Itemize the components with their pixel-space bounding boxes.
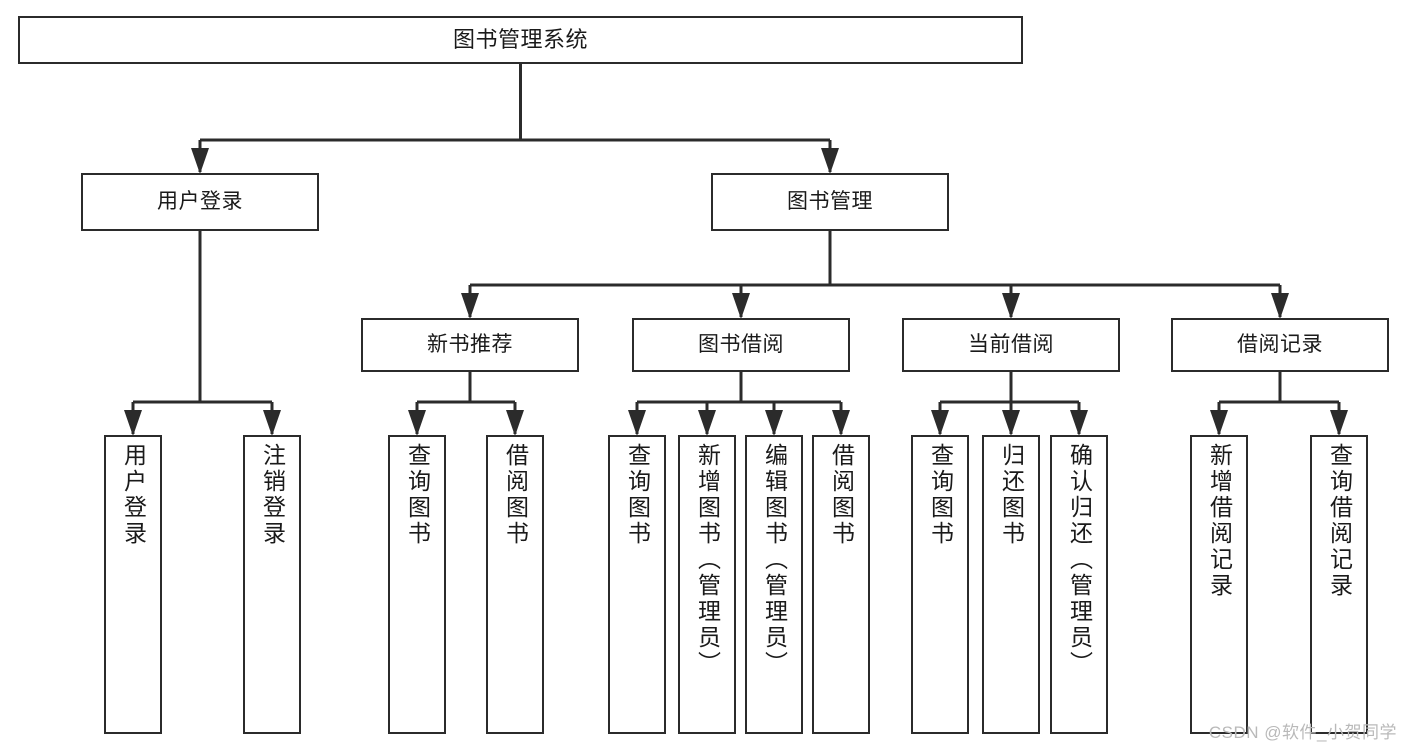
arrowhead bbox=[191, 148, 209, 174]
node-label: 当前借阅 bbox=[968, 332, 1054, 356]
node-label: 查询图书 bbox=[404, 443, 431, 547]
node-new_book_rec[interactable]: 新书推荐 bbox=[361, 318, 579, 372]
node-current_borrow[interactable]: 当前借阅 bbox=[902, 318, 1120, 372]
node-label: 借阅图书 bbox=[828, 443, 855, 547]
arrowhead bbox=[832, 410, 850, 436]
arrowhead bbox=[698, 410, 716, 436]
node-label: 编辑图书（管理员） bbox=[761, 443, 788, 677]
node-leaf_borrow_book_2[interactable]: 借阅图书 bbox=[812, 435, 870, 734]
node-leaf_user_login[interactable]: 用户登录 bbox=[104, 435, 162, 734]
node-book_mgmt[interactable]: 图书管理 bbox=[711, 173, 949, 231]
node-label: 图书管理 bbox=[787, 189, 873, 213]
node-leaf_confirm_return[interactable]: 确认归还（管理员） bbox=[1050, 435, 1108, 734]
arrowhead bbox=[628, 410, 646, 436]
arrowhead bbox=[1002, 410, 1020, 436]
node-label: 图书管理系统 bbox=[452, 27, 588, 53]
node-label: 查询图书 bbox=[927, 443, 954, 547]
arrowhead bbox=[1070, 410, 1088, 436]
node-label: 查询图书 bbox=[624, 443, 651, 547]
arrowhead bbox=[1210, 410, 1228, 436]
node-leaf_query_book_2[interactable]: 查询图书 bbox=[608, 435, 666, 734]
node-label: 用户登录 bbox=[120, 443, 147, 547]
node-user_login[interactable]: 用户登录 bbox=[81, 173, 319, 231]
node-label: 新增借阅记录 bbox=[1206, 443, 1233, 599]
node-label: 新书推荐 bbox=[427, 332, 513, 356]
node-leaf_borrow_book_1[interactable]: 借阅图书 bbox=[486, 435, 544, 734]
node-label: 查询借阅记录 bbox=[1326, 443, 1353, 599]
arrowhead bbox=[931, 410, 949, 436]
node-leaf_query_book_3[interactable]: 查询图书 bbox=[911, 435, 969, 734]
arrowhead bbox=[1002, 293, 1020, 319]
node-leaf_add_record[interactable]: 新增借阅记录 bbox=[1190, 435, 1248, 734]
node-leaf_logout[interactable]: 注销登录 bbox=[243, 435, 301, 734]
node-borrow_record[interactable]: 借阅记录 bbox=[1171, 318, 1389, 372]
node-label: 注销登录 bbox=[259, 443, 286, 547]
arrowhead bbox=[461, 293, 479, 319]
node-leaf_edit_book[interactable]: 编辑图书（管理员） bbox=[745, 435, 803, 734]
arrowhead bbox=[765, 410, 783, 436]
arrowhead bbox=[263, 410, 281, 436]
watermark: CSDN @软件_小贺同学 bbox=[1208, 723, 1397, 742]
node-label: 借阅记录 bbox=[1237, 332, 1323, 356]
arrowhead bbox=[732, 293, 750, 319]
arrowhead bbox=[408, 410, 426, 436]
node-label: 图书借阅 bbox=[698, 332, 784, 356]
node-root[interactable]: 图书管理系统 bbox=[18, 16, 1023, 64]
node-label: 借阅图书 bbox=[502, 443, 529, 547]
arrowhead bbox=[1271, 293, 1289, 319]
arrowhead bbox=[506, 410, 524, 436]
arrowhead bbox=[124, 410, 142, 436]
node-leaf_query_book_1[interactable]: 查询图书 bbox=[388, 435, 446, 734]
node-leaf_return_book[interactable]: 归还图书 bbox=[982, 435, 1040, 734]
node-label: 归还图书 bbox=[998, 443, 1025, 547]
arrowhead bbox=[821, 148, 839, 174]
node-leaf_query_record[interactable]: 查询借阅记录 bbox=[1310, 435, 1368, 734]
arrowhead bbox=[1330, 410, 1348, 436]
node-label: 用户登录 bbox=[157, 189, 243, 213]
node-book_borrow[interactable]: 图书借阅 bbox=[632, 318, 850, 372]
node-leaf_add_book[interactable]: 新增图书（管理员） bbox=[678, 435, 736, 734]
node-label: 新增图书（管理员） bbox=[694, 443, 721, 677]
node-label: 确认归还（管理员） bbox=[1066, 443, 1093, 677]
